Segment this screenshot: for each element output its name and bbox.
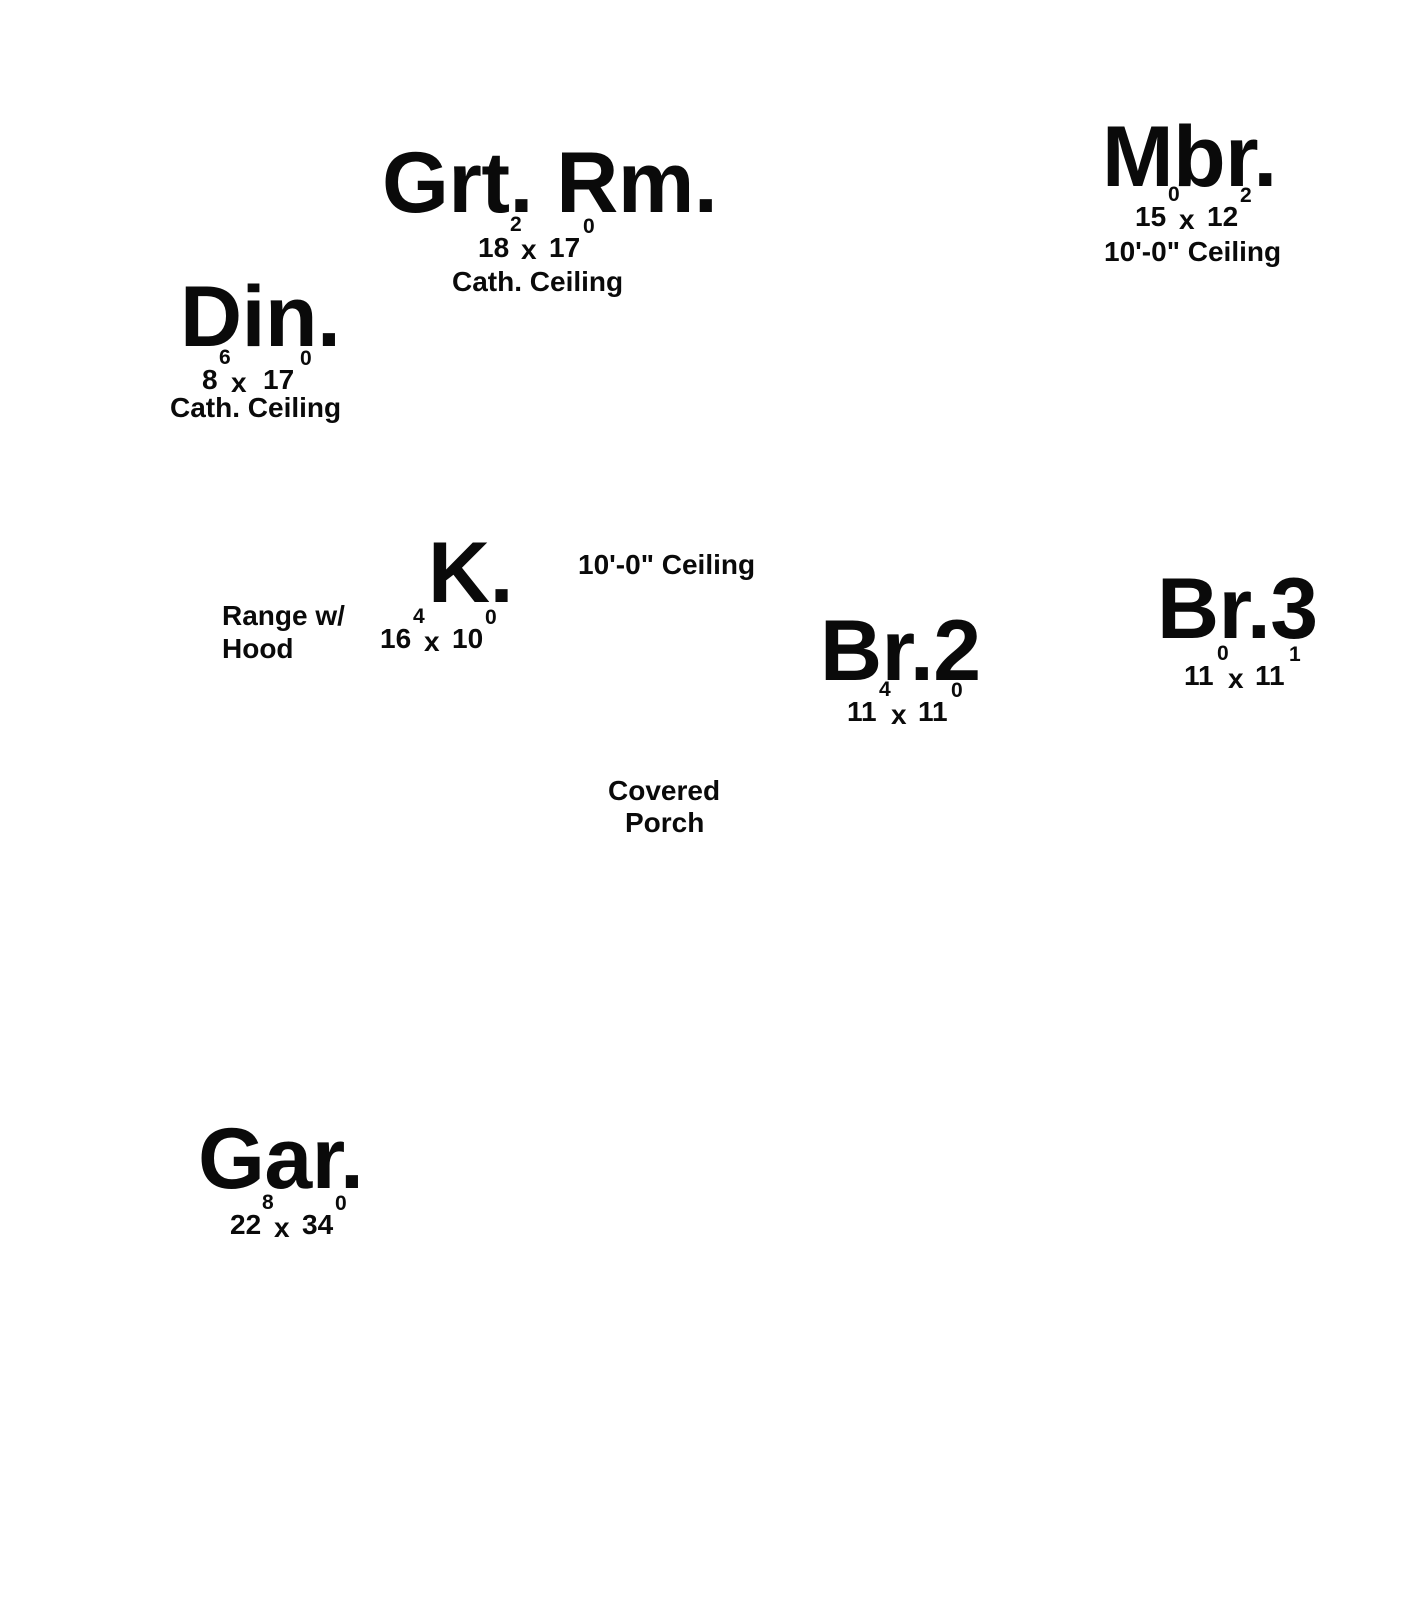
great-room-label: Grt. Rm. bbox=[382, 135, 718, 231]
covered-porch-line1: Covered bbox=[608, 775, 721, 806]
bedroom-3-dim-a-frac: 0 bbox=[1217, 642, 1229, 665]
bedroom-2-dim-b: 11 bbox=[918, 696, 948, 727]
bedroom-3-dim-a: 11 bbox=[1184, 660, 1214, 691]
master-bedroom-label: Mbr. bbox=[1102, 109, 1277, 205]
master-bedroom-dim-b: 12 bbox=[1207, 201, 1239, 232]
kitchen-dim-b-frac: 0 bbox=[485, 606, 497, 629]
garage-label: Gar. bbox=[198, 1111, 364, 1207]
dining-dim-a: 8 bbox=[202, 364, 218, 395]
master-bedroom-dim-a-frac: 0 bbox=[1168, 183, 1180, 206]
bedroom-3-dim-b: 11 bbox=[1255, 660, 1285, 691]
master-bedroom-ceiling: 10'-0" Ceiling bbox=[1104, 236, 1282, 267]
dining-ceiling: Cath. Ceiling bbox=[170, 392, 342, 423]
garage-dim-a-frac: 8 bbox=[262, 1191, 274, 1214]
garage-dim-b-frac: 0 bbox=[335, 1192, 347, 1215]
dining-dim-sep: x bbox=[231, 367, 247, 398]
kitchen-range-note-line2: Hood bbox=[222, 633, 294, 664]
bedroom-3-dim-sep: x bbox=[1228, 663, 1244, 694]
kitchen-dim-sep: x bbox=[424, 626, 440, 657]
great-room-ceiling: Cath. Ceiling bbox=[452, 266, 624, 297]
bedroom-2-dim-b-frac: 0 bbox=[951, 679, 963, 702]
kitchen-dim-a: 16 bbox=[380, 623, 412, 654]
bedroom-2-label: Br.2 bbox=[820, 603, 981, 699]
bedroom-2-dim-a-frac: 4 bbox=[879, 678, 891, 701]
dining-dim-b: 17 bbox=[263, 364, 295, 395]
bedroom-3-dim-b-frac: 1 bbox=[1289, 643, 1301, 666]
kitchen-dim-a-frac: 4 bbox=[413, 605, 425, 628]
kitchen-range-note-line1: Range w/ bbox=[222, 600, 345, 631]
bedroom-2-dim-a: 11 bbox=[847, 696, 877, 727]
kitchen-dim-b: 10 bbox=[452, 623, 484, 654]
center-ceiling-note: 10'-0" Ceiling bbox=[578, 549, 756, 580]
great-room-dim-a: 18 bbox=[478, 232, 510, 263]
master-bedroom-dim-b-frac: 2 bbox=[1240, 184, 1252, 207]
master-bedroom-dim-a: 15 bbox=[1135, 201, 1167, 232]
kitchen-label: K. bbox=[428, 525, 514, 621]
great-room-dim-a-frac: 2 bbox=[510, 213, 522, 236]
dining-dim-a-frac: 6 bbox=[219, 346, 231, 369]
garage-dim-b: 34 bbox=[302, 1209, 334, 1240]
covered-porch-line2: Porch bbox=[625, 807, 705, 838]
great-room-dim-b: 17 bbox=[549, 232, 581, 263]
great-room-dim-b-frac: 0 bbox=[583, 215, 595, 238]
bedroom-2-dim-sep: x bbox=[891, 699, 907, 730]
master-bedroom-dim-sep: x bbox=[1179, 204, 1195, 235]
dining-label: Din. bbox=[180, 269, 341, 365]
garage-dim-sep: x bbox=[274, 1212, 290, 1243]
garage-dim-a: 22 bbox=[230, 1209, 262, 1240]
bedroom-3-label: Br.3 bbox=[1157, 561, 1318, 657]
great-room-dim-sep: x bbox=[521, 234, 537, 265]
dining-dim-b-frac: 0 bbox=[300, 347, 312, 370]
